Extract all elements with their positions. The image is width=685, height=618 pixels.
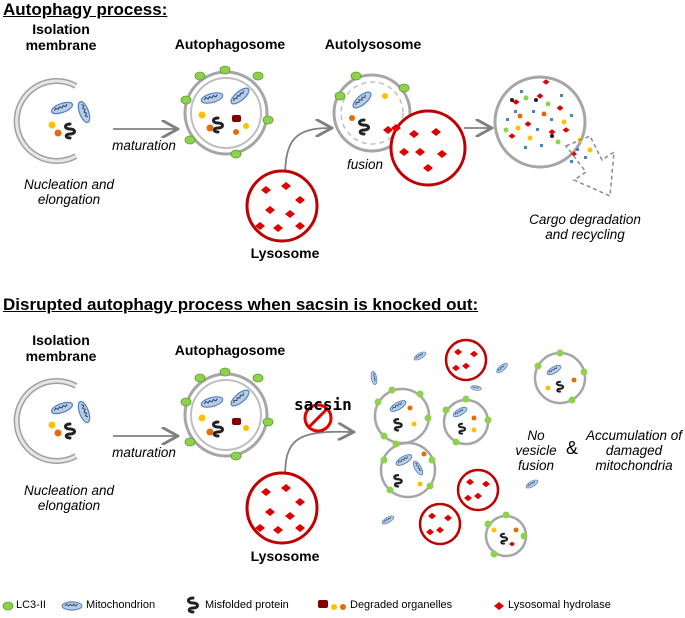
legend: [2, 596, 504, 614]
degraded-organelles-legend-icon: [318, 600, 346, 610]
misfolded-protein-legend-icon: [187, 596, 199, 614]
legend-mitochondrion-label: Mitochondrion: [86, 599, 156, 611]
no-fusion-label: No vesicle fusion: [515, 428, 557, 473]
arrow-fusion-top: [284, 128, 330, 179]
legend-hydrolase-label: Lysosomal hydrolase: [508, 599, 611, 611]
autolysosome-top: [332, 71, 467, 187]
degradation-vesicle: [493, 75, 615, 198]
isolation-membrane-top: [13, 78, 93, 164]
lysosome-label-top: Lysosome: [250, 245, 320, 261]
isolation-membrane-label-bottom: Isolation membrane: [25, 332, 97, 364]
autophagosome-top: [180, 65, 274, 159]
autophagosome-label-top: Autophagosome: [174, 36, 286, 52]
arrow-blocked: [284, 432, 352, 479]
sacsin-label: sacsin: [294, 395, 352, 414]
lysosome-bottom: [245, 471, 319, 545]
lysosome-label-bottom: Lysosome: [250, 548, 320, 564]
bottom-section-title: Disrupted autophagy process when sacsin …: [3, 295, 479, 314]
isolation-membrane-bottom: [13, 378, 93, 464]
maturation-label-top: maturation: [112, 138, 176, 153]
accumulation-label: Accumulation of damaged mitochondria: [585, 428, 683, 473]
autophagosome-bottom: [180, 367, 274, 461]
maturation-label-bottom: maturation: [112, 445, 176, 460]
legend-degraded-label: Degraded organelles: [350, 599, 453, 611]
isolation-membrane-label-top: Isolation membrane: [25, 21, 97, 53]
legend-lc3-label: LC3-II: [16, 599, 46, 611]
hydrolase-legend-icon: [494, 602, 504, 610]
legend-misfolded-label: Misfolded protein: [205, 599, 289, 611]
mitochondrion-legend-icon: [61, 601, 83, 611]
cargo-degradation-label: Cargo degradation and recycling: [529, 212, 641, 242]
top-section-title: Autophagy process:: [3, 0, 168, 19]
lc3-legend-icon: [2, 601, 14, 611]
autolysosome-label-top: Autolysosome: [324, 36, 422, 52]
autophagosome-label-bottom: Autophagosome: [174, 342, 286, 358]
fusion-label: fusion: [346, 157, 384, 172]
nucleation-label-bottom: Nucleation and elongation: [23, 483, 115, 513]
lysosome-top: [245, 169, 319, 243]
unfused-vesicle-cluster: [369, 338, 588, 558]
ampersand: &: [566, 438, 579, 458]
sacsin-knockout-icon: [303, 403, 333, 433]
nucleation-label-top: Nucleation and elongation: [23, 177, 115, 207]
